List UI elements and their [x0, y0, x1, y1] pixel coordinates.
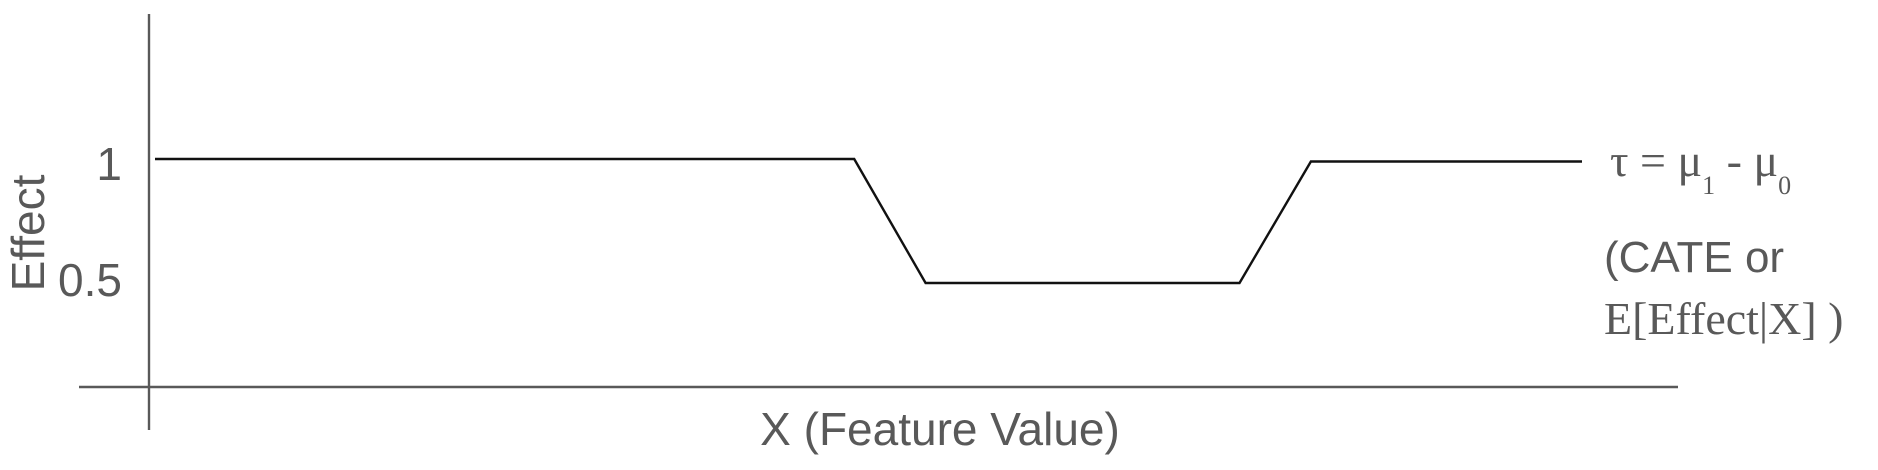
y-tick-label: 1	[96, 138, 122, 190]
tau-symbol: τ	[1610, 135, 1629, 186]
mu1-symbol: μ	[1677, 135, 1702, 186]
effect-series-line	[155, 157, 1582, 285]
cate-label: (CATE or	[1604, 233, 1784, 282]
y-tick-label: 0.5	[58, 254, 122, 306]
y-axis-title: Effect	[2, 174, 54, 291]
x-axis-title: X (Feature Value)	[760, 403, 1120, 455]
mu0-subscript: 0	[1778, 171, 1791, 200]
tau-formula: τ = μ1 - μ0	[1610, 135, 1791, 200]
cate-annotation: τ = μ1 - μ0 (CATE or E[Effect|X] )	[1604, 135, 1844, 344]
expectation-label: E[Effect|X] )	[1604, 293, 1844, 344]
mu1-subscript: 1	[1702, 171, 1715, 200]
equals-sign: =	[1629, 135, 1678, 186]
mu0-symbol: μ	[1753, 135, 1778, 186]
minus-sign: -	[1715, 135, 1753, 186]
